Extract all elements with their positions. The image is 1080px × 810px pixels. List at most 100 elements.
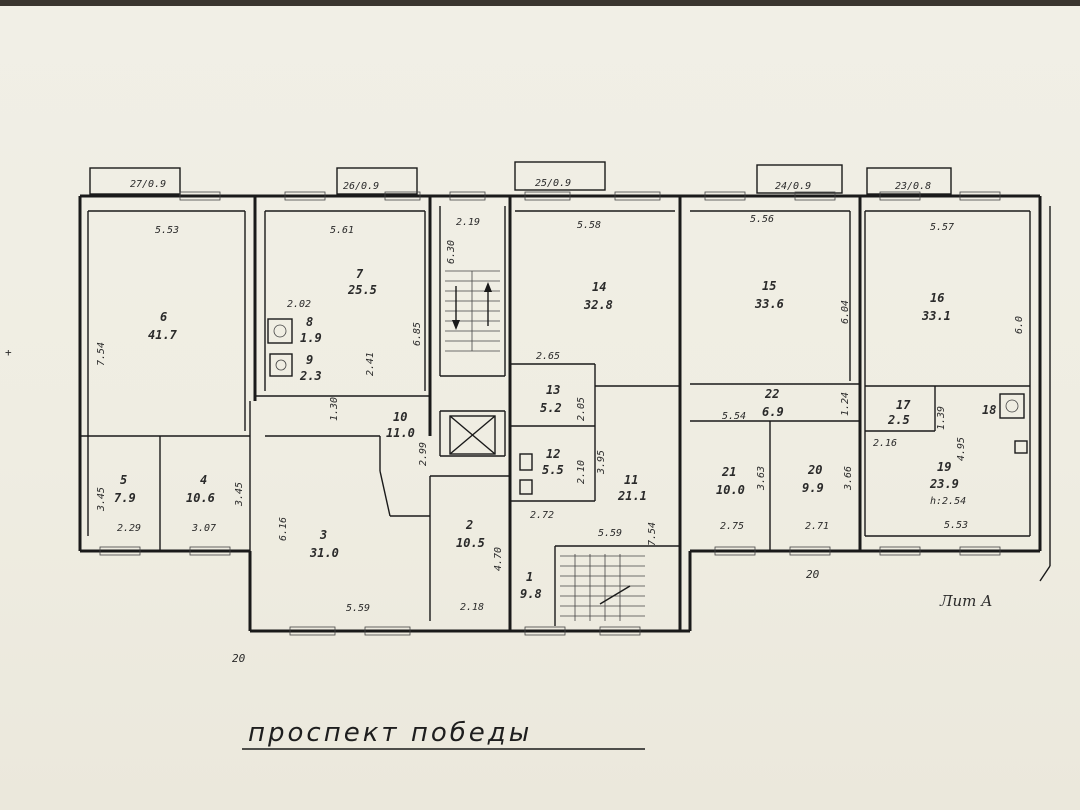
dimension: 3.45 [96, 487, 107, 512]
dimension: 2.29 [117, 523, 141, 534]
dimension: 2.99 [418, 442, 429, 466]
fixtures [267, 318, 1028, 495]
room-number: 16 [930, 291, 944, 305]
dimension: 5.59 [598, 528, 622, 539]
wall-thickness-label: 20 [232, 652, 246, 665]
dimension: 5.57 [930, 222, 954, 233]
windows [99, 191, 1001, 636]
room-number: 7 [356, 267, 364, 281]
dimension: 2.02 [287, 299, 311, 310]
balcony-label: 24/0.9 [775, 181, 811, 192]
room-number: 9 [306, 353, 313, 367]
room-area: 5.5 [542, 463, 564, 477]
dimension: 3.66 [843, 466, 854, 491]
interior-walls [80, 196, 1031, 631]
room-number: 12 [546, 447, 560, 461]
registration-mark: + [5, 346, 12, 359]
room-area: 23.9 [929, 477, 959, 491]
room-number: 11 [624, 473, 638, 487]
litera-label: Лит А [939, 592, 993, 610]
room-number: 5 [120, 473, 127, 487]
elevator-shaft [449, 415, 496, 455]
stairwell-upper [445, 270, 500, 352]
dimension: 3.63 [756, 466, 767, 491]
dimension: 2.75 [720, 521, 744, 532]
room-number: 18 [982, 403, 996, 417]
balcony-labels: 27/0.9 26/0.9 25/0.9 24/0.9 23/0.8 [130, 178, 931, 192]
dimension: 5.61 [330, 225, 354, 236]
dimension: 7.54 [96, 342, 107, 366]
room-area: 2.5 [887, 413, 910, 427]
dimension: 5.54 [722, 411, 746, 422]
balcony-label: 27/0.9 [130, 179, 166, 190]
room-number: 1 [526, 570, 533, 584]
dimension: 6.04 [840, 300, 851, 324]
room-area: 1.9 [300, 331, 322, 345]
toilet-icon [519, 453, 533, 471]
balcony-5 [866, 167, 952, 195]
dimension: 2.10 [576, 460, 587, 484]
room-area: 33.6 [754, 297, 784, 311]
balcony-2 [336, 167, 418, 195]
room-area: 5.2 [540, 401, 562, 415]
stairwell-lower [560, 554, 645, 621]
room-area: 6.9 [762, 405, 784, 419]
room-area: 32.8 [583, 298, 613, 312]
wall-thickness-label: 20 [806, 568, 820, 581]
sink-icon-2 [519, 479, 533, 495]
balcony-4 [756, 164, 843, 194]
dimension: 2.41 [365, 352, 376, 376]
dimension: h:2.54 [930, 496, 966, 507]
dimension-labels: 5.53 7.54 5.61 6.85 2.19 6.30 5.58 5.56 … [96, 214, 1025, 614]
balcony-label: 25/0.9 [535, 178, 571, 189]
room-number: 8 [306, 315, 313, 329]
dimension: 3.07 [191, 523, 216, 534]
outer-walls [78, 194, 1051, 633]
sink-icon [999, 393, 1025, 419]
room-number: 4 [200, 473, 207, 487]
dimension: 5.58 [577, 220, 601, 231]
room-number: 22 [764, 387, 779, 401]
dimension: 2.72 [530, 510, 554, 521]
dimension: 4.70 [493, 547, 504, 571]
room-area: 9.8 [520, 587, 542, 601]
room-number: 21 [721, 465, 736, 479]
dimension: 6.0 [1014, 316, 1025, 334]
dimension: 5.53 [155, 225, 179, 236]
room-area: 10.5 [456, 536, 485, 550]
dimension: 2.16 [873, 438, 897, 449]
room-labels: 6 41.7 7 25.5 14 32.8 15 33.6 16 33.1 5 … [114, 267, 996, 601]
dimension: 2.71 [805, 521, 829, 532]
room-area: 9.9 [802, 481, 824, 495]
street-name: проспект победы [248, 718, 532, 748]
dimension: 4.95 [956, 437, 967, 461]
dimension: 2.05 [576, 397, 587, 421]
room-number: 14 [592, 280, 606, 294]
dimension: 5.59 [346, 603, 370, 614]
room-number: 20 [807, 463, 822, 477]
room-number: 15 [762, 279, 776, 293]
dimension: 2.19 [456, 217, 480, 228]
dimension: 2.65 [536, 351, 560, 362]
room-area: 10.6 [186, 491, 215, 505]
dimension: 1.39 [936, 406, 947, 430]
room-area: 2.3 [299, 369, 322, 383]
room-number: 2 [465, 518, 473, 532]
room-area: 7.9 [114, 491, 136, 505]
stove-icon-2 [269, 353, 293, 377]
room-number: 19 [937, 460, 951, 474]
balcony-1 [89, 167, 181, 195]
dimension: 2.18 [460, 602, 484, 613]
balcony-3 [514, 161, 606, 191]
dimension: 5.56 [750, 214, 774, 225]
room-number: 17 [896, 398, 911, 412]
dimension: 1.30 [329, 397, 340, 421]
dimension: 7.54 [647, 522, 658, 546]
balcony-label: 23/0.8 [895, 181, 931, 192]
dimension: 6.30 [446, 240, 457, 264]
floor-plan: 27/0.9 26/0.9 25/0.9 24/0.9 23/0.8 6 4 1.… [5, 161, 1051, 750]
room-number: 6 [160, 310, 167, 324]
dimension: 5.53 [944, 520, 968, 531]
dimension: 6.85 [412, 322, 423, 346]
room-number: 13 [546, 383, 560, 397]
